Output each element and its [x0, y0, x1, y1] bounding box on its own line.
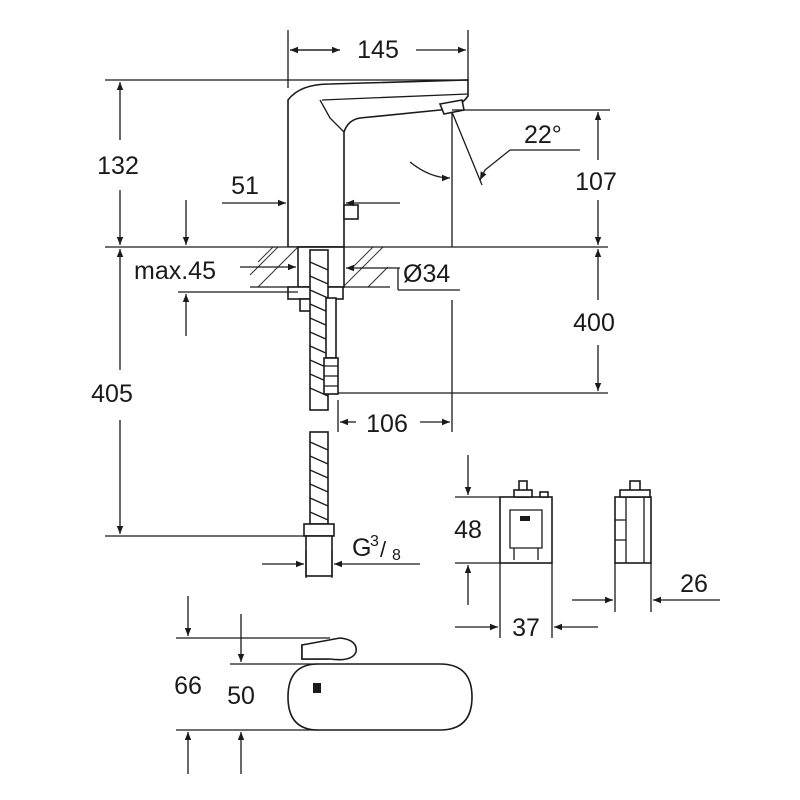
- dim-66: 66: [174, 596, 330, 774]
- dim-400: 400: [338, 249, 615, 394]
- dim-label-107: 107: [575, 168, 617, 196]
- thread-numerator: 3: [370, 533, 379, 550]
- dim-51: 51: [222, 172, 400, 207]
- dim-label-48: 48: [454, 516, 482, 544]
- dim-label-145: 145: [357, 36, 399, 64]
- dim-label-400: 400: [573, 309, 615, 337]
- control-box-front: [499, 480, 553, 564]
- dim-107: 107: [452, 109, 617, 245]
- thread-prefix: G: [352, 534, 371, 562]
- dim-label-d34: Ø34: [403, 260, 450, 288]
- dim-48: 48: [454, 455, 500, 605]
- faucet-top-view: [287, 637, 473, 731]
- control-box-side: [614, 480, 652, 564]
- dim-106: 106: [337, 300, 453, 438]
- dim-label-26: 26: [680, 570, 708, 598]
- dim-label-132: 132: [97, 152, 139, 180]
- dim-thread: G 3 / 8: [262, 533, 420, 578]
- dim-diameter-34: Ø34: [346, 260, 460, 291]
- dim-label-106: 106: [366, 410, 408, 438]
- dim-label-51: 51: [231, 172, 259, 200]
- thread-slash: /: [380, 537, 387, 562]
- dim-max45: max.45: [134, 200, 298, 336]
- thread-denominator: 8: [392, 547, 401, 564]
- dim-26: 26: [572, 563, 720, 612]
- dim-label-405: 405: [91, 380, 133, 408]
- angle-label-22: 22°: [524, 121, 562, 149]
- dim-145: 145: [287, 30, 469, 88]
- dim-label-max45: max.45: [134, 257, 216, 285]
- dim-label-66: 66: [174, 672, 202, 700]
- dim-132: 132: [97, 79, 468, 245]
- angle-22: 22°: [409, 111, 580, 247]
- faucet-side-view: [105, 79, 608, 577]
- dim-37: 37: [455, 563, 598, 642]
- dim-label-50: 50: [227, 682, 255, 710]
- dim-405: 405: [91, 249, 306, 537]
- dim-label-37: 37: [512, 614, 540, 642]
- dim-50: 50: [227, 614, 318, 774]
